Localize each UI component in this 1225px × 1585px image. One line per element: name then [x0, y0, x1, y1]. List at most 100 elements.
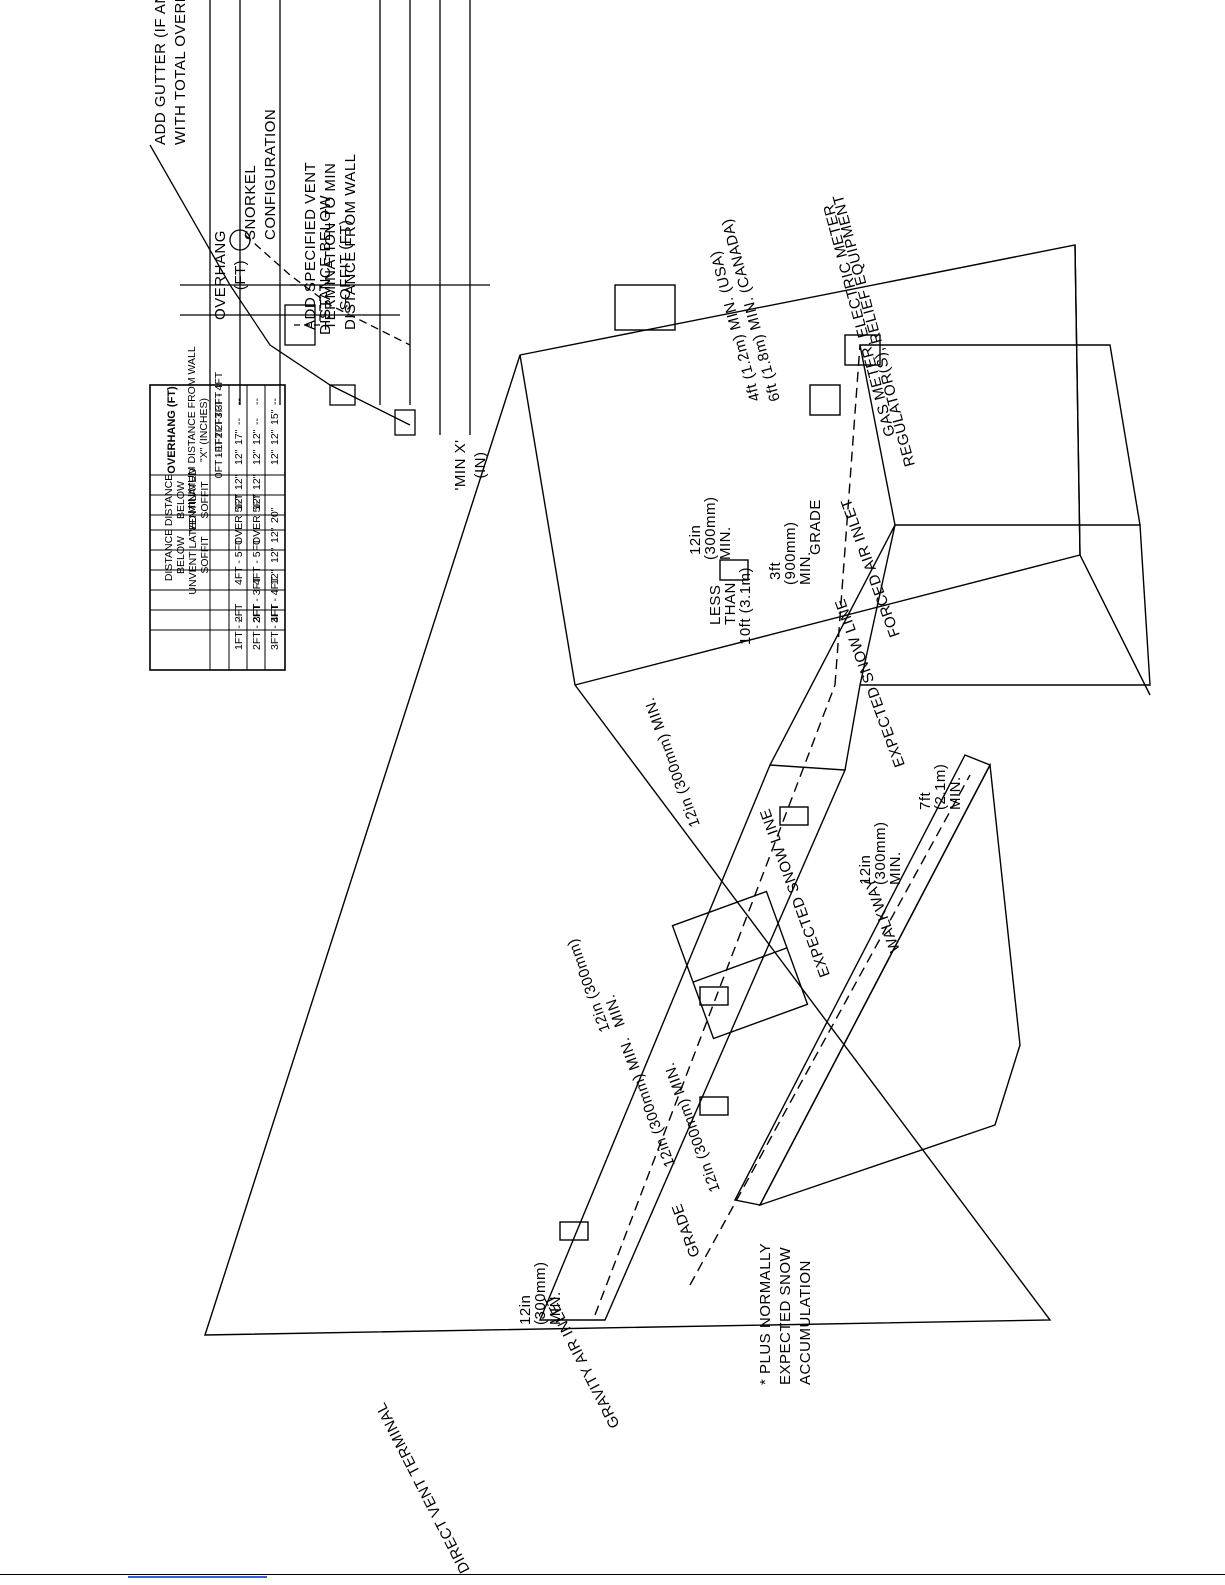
- table-r2-c4: --: [251, 398, 263, 405]
- table-row2-unvent: 2FT - 3FT: [251, 603, 263, 650]
- note-line-3: ACCUMULATION: [797, 1260, 814, 1385]
- table-r2-c2: 12": [251, 429, 263, 445]
- table-header-min-distance: MINIMUM DISTANCE FROM WALL: [186, 346, 198, 514]
- overhang-label-2: (FT): [232, 260, 249, 290]
- dim-12-side-3: MIN.: [717, 526, 734, 560]
- table-r3-c2: 12": [269, 429, 281, 445]
- table-row2-vent: 2FT - 3FT: [251, 576, 263, 623]
- distance-below-2: SOFFIT (FT): [337, 219, 354, 310]
- table-row4-unvent: 4FT - 5FT: [233, 538, 245, 585]
- table-col-vent-3: VENTILATED: [187, 468, 199, 532]
- table-r3-c1: 12": [269, 449, 281, 465]
- table-col-vent-1: DISTANCE: [163, 474, 175, 526]
- table-header-x: "X" (INCHES): [198, 398, 210, 462]
- table-row3-vent: 3FT - 4FT: [269, 576, 281, 623]
- less-than-3: 10ft (3.1m): [737, 567, 754, 645]
- add-vent-3: DISTANCE FROM WALL: [342, 153, 359, 330]
- dim-12-side-2: (300mm): [702, 496, 719, 560]
- table-header-overhang: OVERHANG (FT): [166, 386, 178, 474]
- dim-window-1: 12in (300mm): [564, 936, 614, 1034]
- table-row5-unvent: OVER 5FT: [233, 493, 245, 545]
- table-r2-c1: 12": [251, 449, 263, 465]
- gutter-label-1: ADD GUTTER (IF ANY): [152, 0, 169, 145]
- dim-7ft-1: 7ft: [917, 791, 934, 810]
- table-col-unvent-4: SOFFIT: [199, 536, 211, 574]
- table-r2-c3: --: [251, 418, 263, 425]
- table-r4-c3: 12": [269, 527, 281, 543]
- table-r5-c3: 12": [233, 474, 245, 490]
- dim-inlet-label: 12in (300mm) MIN.: [616, 1035, 679, 1169]
- table-overhang-col-2: 1FT - 2FT: [213, 411, 225, 458]
- table-text: OVERHANG (FT) MINIMUM DISTANCE FROM WALL…: [163, 346, 281, 650]
- table-col-vent-2: BELOW: [175, 481, 187, 519]
- dim-7ft-3: MIN.: [947, 776, 964, 810]
- table-r1-c4: --: [233, 398, 245, 405]
- table-r3-c3: 15": [269, 409, 281, 425]
- dim-corner-1: 12in: [857, 855, 874, 885]
- note-line-1: * PLUS NORMALLY: [757, 1243, 774, 1385]
- house-drawing: [204, 244, 1151, 1336]
- dim-corner-2: (300mm): [872, 821, 889, 885]
- overhang-label-1: OVERHANG: [212, 230, 229, 320]
- table-r1-c2: 17": [233, 429, 245, 445]
- gas-meter-2: REGULATOR(S), RELIEF EQUIPMENT: [830, 192, 919, 468]
- clearance-table: [149, 384, 286, 671]
- table-r5-c1: 12": [233, 494, 245, 510]
- dim-3ft-2: (900mm): [782, 521, 799, 585]
- table-col-unvent-1: DISTANCE: [163, 529, 175, 581]
- detail-labels: ADD GUTTER (IF ANY) WITH TOTAL OVERHANG …: [152, 0, 489, 490]
- dim-left-vent-1: 12in: [517, 1295, 534, 1325]
- min-x-2: (IN): [472, 452, 489, 479]
- add-vent-1: ADD SPECIFIED VENT: [302, 162, 319, 330]
- note-line-2: EXPECTED SNOW: [777, 1246, 794, 1385]
- distance-below-1: DISTANCE BELOW: [317, 195, 334, 335]
- dim-roof-label: 12in (300mm) MIN.: [641, 695, 704, 829]
- table-r5-c4: 12": [251, 474, 263, 490]
- grade-bottom-label: GRADE: [669, 1201, 704, 1259]
- snow-note: * PLUS NORMALLY EXPECTED SNOW ACCUMULATI…: [757, 1243, 814, 1385]
- house-labels: DIRECT VENT TERMINAL GRAVITY AIR INLET G…: [373, 192, 964, 1576]
- dim-grade-label: 12in (300mm) MIN.: [661, 1060, 724, 1194]
- overhang-detail: [149, 0, 490, 436]
- table-r3-c4: --: [269, 398, 281, 405]
- table-col-unvent-2: BELOW: [175, 536, 187, 574]
- dim-12-side-1: 12in: [687, 525, 704, 555]
- min-x-1: 'MIN X': [452, 440, 469, 491]
- table-row4-vent: 4FT - 5FT: [251, 538, 263, 585]
- table-r4-c1: 12": [269, 569, 281, 585]
- dim-3ft-3: MIN.: [797, 551, 814, 585]
- table-row1-unvent: 1FT - 2FT: [233, 603, 245, 650]
- less-than-1: LESS: [707, 585, 724, 625]
- footer-rule: [0, 1574, 1225, 1575]
- table-overhang-col-3: 2FT - 3FT: [213, 391, 225, 438]
- table-r4-c4: 20": [269, 507, 281, 523]
- table-r5-c2: 12": [251, 494, 263, 510]
- table-overhang-col-4: 3FT - 4FT: [213, 371, 225, 418]
- grade-side-label: GRADE: [807, 499, 824, 555]
- dim-left-vent-2: (300mm): [532, 1261, 549, 1325]
- table-row3-unvent: 3FT - 4FT: [269, 603, 281, 650]
- direct-vent-label: DIRECT VENT TERMINAL: [373, 1400, 474, 1576]
- dim-left-vent-3: MIN.: [547, 1291, 564, 1325]
- table-overhang-col-1: 0FT - 1FT: [213, 431, 225, 478]
- table-r4-c2: 12": [269, 547, 281, 563]
- dim-corner-3: MIN.: [887, 851, 904, 885]
- dim-7ft-2: (2.1m): [932, 764, 949, 810]
- table-r1-c3: --: [233, 418, 245, 425]
- table-r1-c1: 12": [233, 449, 245, 465]
- add-vent-2: TERMINATION TO MIN: [322, 163, 339, 330]
- snorkel-1: SNORKEL: [242, 165, 259, 240]
- footer-link-underline[interactable]: [128, 1573, 267, 1578]
- less-than-2: THAN: [722, 582, 739, 625]
- table-row5-vent: OVER 5FT: [251, 493, 263, 545]
- snorkel-2: CONFIGURATION: [262, 109, 279, 240]
- table-col-vent-4: SOFFIT: [199, 481, 211, 519]
- dim-3ft-1: 3ft: [767, 561, 784, 580]
- table-col-unvent-3: UNVENTILATED: [187, 515, 199, 595]
- gutter-label-2: WITH TOTAL OVERHANG: [172, 0, 189, 145]
- table-row1-vent: --: [233, 616, 245, 623]
- snow-line-front: EXPECTED SNOW LINE: [757, 806, 834, 979]
